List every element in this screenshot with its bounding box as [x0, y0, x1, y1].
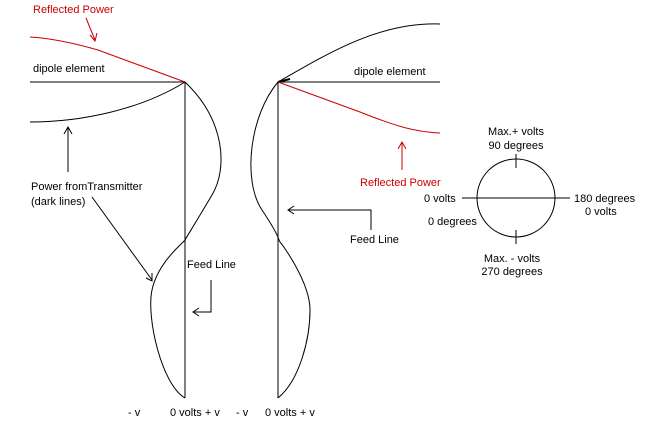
left-reflected-power-curve [29, 36, 186, 83]
feed-line-label-right: Feed Line [350, 234, 399, 246]
left-tx-arrow-down-head [145, 273, 153, 282]
minus-v-label-right: - v [236, 407, 249, 419]
phase-top-label-line1: Max.+ volts [488, 126, 544, 138]
right-feed-point [277, 78, 291, 83]
zero-volts-plus-v-label-left: 0 volts + v [170, 407, 220, 419]
dipole-element-label-right: dipole element [354, 66, 426, 78]
feed-line-label-left: Feed Line [187, 259, 236, 271]
left-reflected-arrow-head [89, 32, 98, 43]
right-feed-line-pointer [288, 209, 372, 230]
left-feed-line-pointer [193, 280, 212, 313]
right-transmitter-power-curve [277, 23, 441, 83]
left-feed-line-pointer-head [192, 307, 200, 317]
reflected-power-label-left: Reflected Power [33, 4, 114, 16]
zero-volts-plus-v-label-right: 0 volts + v [265, 407, 315, 419]
right-reflected-arrow-head [397, 140, 407, 150]
right-feed-line-pointer-head [287, 205, 295, 215]
right-standing-wave [250, 81, 311, 399]
dipole-element-label-left: dipole element [33, 63, 105, 75]
phase-left-label-line2: 0 degrees [428, 216, 477, 228]
dark-lines-label: (dark lines) [31, 196, 85, 208]
right-reflected-power-curve [277, 81, 441, 134]
reflected-power-label-right: Reflected Power [360, 177, 441, 189]
phase-right-label-line2: 0 volts [585, 206, 617, 218]
left-reflected-arrow-shaft [85, 17, 96, 41]
left-transmitter-power-curve [29, 81, 186, 123]
power-from-transmitter-label: Power fromTransmitter [31, 181, 143, 193]
minus-v-label-left: - v [128, 407, 141, 419]
left-tx-arrow-up-head [63, 125, 73, 135]
phase-right-label-line1: 180 degrees [574, 193, 636, 205]
left-standing-wave [150, 81, 222, 399]
phase-bottom-label-line2: 270 degrees [481, 266, 543, 278]
left-tx-arrow-down-shaft [91, 196, 153, 281]
phase-bottom-label-line1: Max. - volts [484, 253, 541, 265]
phase-left-label-line1: 0 volts [424, 193, 456, 205]
phase-top-label-line2: 90 degrees [488, 140, 544, 152]
